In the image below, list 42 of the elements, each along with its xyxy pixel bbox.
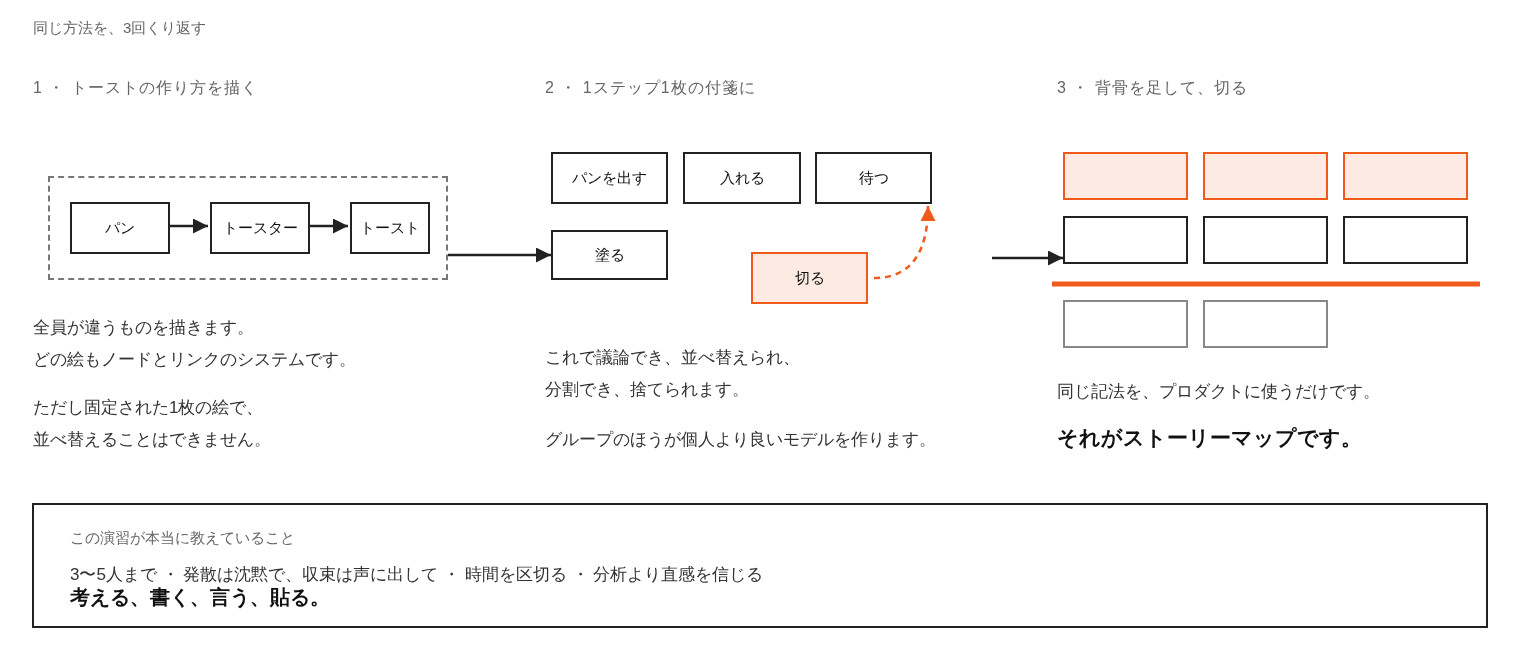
emphasis-text: それがストーリーマップです。 [1057,425,1363,451]
panel-heading: この演習が本当に教えていること [70,529,295,547]
sticky-note [551,230,668,280]
sticky-note [751,252,868,304]
sticky-note [815,152,932,204]
sticky-note [1063,300,1188,348]
sticky-note [350,202,430,254]
sticky-note [70,202,170,254]
sticky-note [1203,300,1328,348]
note-text: トースター [222,218,298,238]
arrow [448,247,551,263]
sticky-note [1203,216,1328,264]
step-heading: 3 ・ 背骨を足して、切る [1057,78,1249,98]
sticky-note [551,152,668,204]
step-heading: 1 ・ トーストの作り方を描く [33,78,259,98]
note-text: トースト [360,218,420,238]
activity-note [1203,152,1328,200]
body-text: これで議論でき、並べ替えられ、分割でき、捨てられます。 [545,347,801,401]
sticky-note [210,202,310,254]
arrow [873,205,935,280]
step-heading: 2 ・ 1ステップ1枚の付箋に [545,78,757,98]
slogan-text: 考える、書く、言う、貼る。 [70,585,330,610]
body-text: ただし固定された1枚の絵で、並べ替えることはできません。 [33,397,272,451]
note-text: 待つ [858,168,889,188]
sticky-note [683,152,801,204]
arrow [992,250,1063,266]
note-text: 塗る [594,245,625,265]
sticky-note [1343,216,1468,264]
note-text: パン [105,218,135,238]
dashed-frame [48,176,448,280]
note-text: 切る [794,268,825,288]
activity-note [1343,152,1468,200]
sticky-note [1063,216,1188,264]
activity-note [1063,152,1188,200]
note-text: パンを出す [572,168,647,188]
title: 同じ方法を、3回くり返す [33,18,207,38]
note-text: 入れる [719,168,765,188]
summary-panel [32,503,1488,628]
principles-text: 3〜5人まで ・ 発散は沈黙で、収束は声に出して ・ 時間を区切る ・ 分析より直感を信じる [70,565,764,586]
body-text: グループのほうが個人より良いモデルを作ります。 [545,429,937,451]
body-text: 全員が違うものを描きます。どの絵もノードとリンクのシステムです。 [33,317,357,371]
body-text: 同じ記法を、プロダクトに使うだけです。 [1057,381,1381,403]
